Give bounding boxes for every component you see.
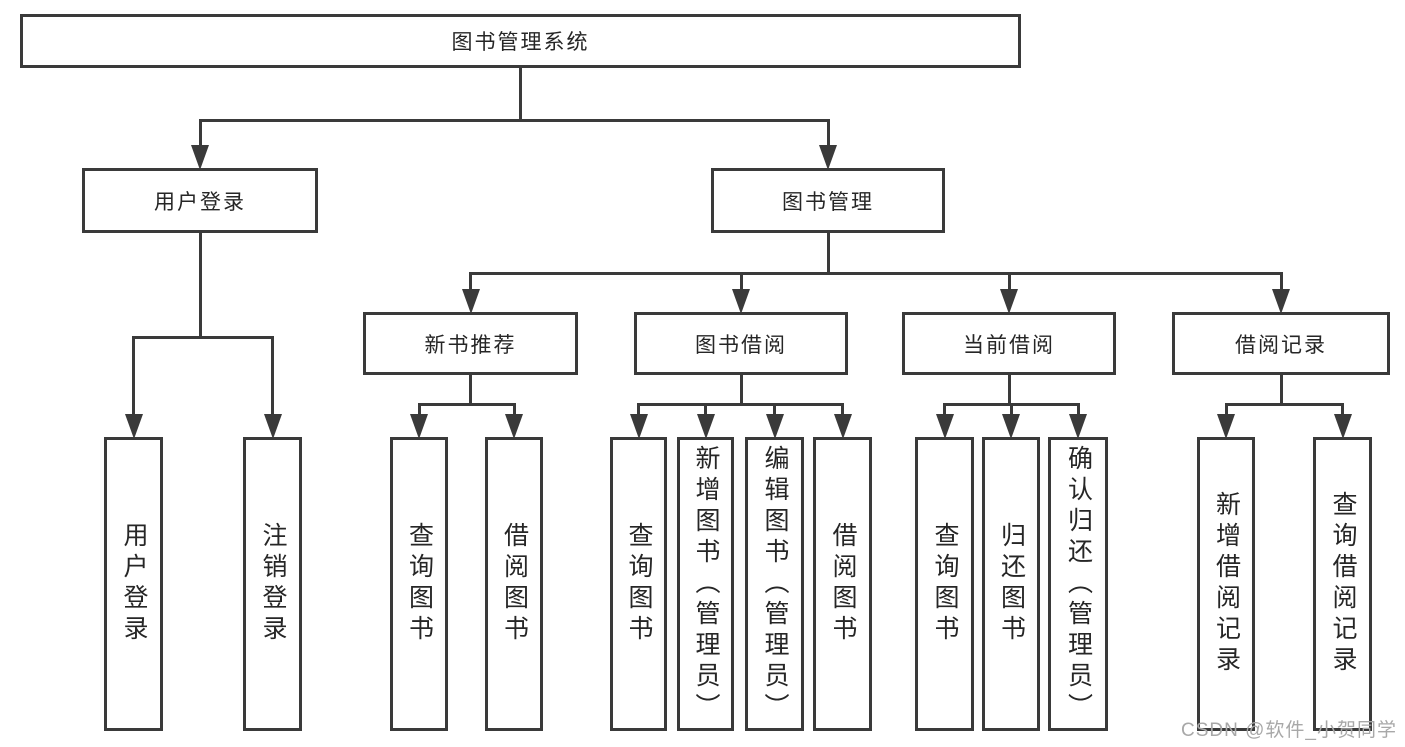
node-bb-edit-book: 编辑图书（管理员） <box>745 437 804 731</box>
node-bb-add-book: 新增图书（管理员） <box>677 437 734 731</box>
connector-rail-new-book-rec <box>417 403 516 406</box>
connector-stem-root <box>519 68 522 122</box>
node-label-br-add-record: 新增借阅记录 <box>1212 491 1241 677</box>
arrowhead-icon-user-login <box>191 145 209 170</box>
connector-stem-current-borrow <box>1007 375 1011 406</box>
connector-rail-user-login <box>132 336 274 339</box>
node-label-leaf-user-login: 用户登录 <box>120 522 148 646</box>
connector-drop-book-borrow <box>739 272 743 289</box>
connector-stem-borrow-records <box>1279 375 1283 406</box>
connector-stem-book-mgmt <box>826 233 830 275</box>
node-user-login: 用户登录 <box>82 168 318 233</box>
arrowhead-icon-leaf-user-login <box>124 414 143 439</box>
connector-drop-rec-borrow-book <box>512 403 516 414</box>
connector-drop-rec-query-book <box>417 403 421 414</box>
node-label-book-borrow: 图书借阅 <box>695 333 787 357</box>
connector-drop-leaf-user-login <box>132 336 135 414</box>
arrowhead-icon-rec-query-book <box>410 414 428 439</box>
connector-drop-bb-edit-book <box>773 403 776 414</box>
node-label-rec-borrow-book: 借阅图书 <box>500 522 529 646</box>
node-current-borrow: 当前借阅 <box>902 312 1116 375</box>
arrowhead-icon-cb-return-book <box>1002 414 1020 439</box>
node-label-cb-query-book: 查询图书 <box>931 522 959 646</box>
node-label-root: 图书管理系统 <box>451 31 590 54</box>
connector-drop-book-mgmt <box>826 119 830 145</box>
node-label-bb-borrow-book: 借阅图书 <box>829 522 857 646</box>
connector-drop-br-query-record <box>1341 403 1344 414</box>
connector-rail-book-borrow <box>637 403 844 406</box>
connector-drop-bb-borrow-book <box>841 403 844 414</box>
node-label-rec-query-book: 查询图书 <box>405 522 434 646</box>
node-label-cb-return-book: 归还图书 <box>997 522 1026 646</box>
arrowhead-icon-book-borrow <box>732 289 750 314</box>
node-leaf-logout: 注销登录 <box>243 437 302 731</box>
arrowhead-icon-leaf-logout <box>263 414 282 439</box>
connector-drop-new-book-rec <box>469 272 472 289</box>
node-book-borrow: 图书借阅 <box>634 312 848 375</box>
node-cb-query-book: 查询图书 <box>915 437 974 731</box>
node-bb-borrow-book: 借阅图书 <box>813 437 872 731</box>
connector-drop-borrow-records <box>1279 272 1283 289</box>
arrowhead-icon-current-borrow <box>1000 289 1018 314</box>
node-label-current-borrow: 当前借阅 <box>963 333 1055 357</box>
arrowhead-icon-book-mgmt <box>819 145 837 170</box>
connector-drop-br-add-record <box>1224 403 1228 414</box>
connector-drop-cb-confirm <box>1076 403 1080 414</box>
arrowhead-icon-rec-borrow-book <box>505 414 523 439</box>
node-bb-query-book: 查询图书 <box>610 437 667 731</box>
node-new-book-rec: 新书推荐 <box>363 312 578 375</box>
node-root: 图书管理系统 <box>20 14 1021 68</box>
arrowhead-icon-bb-add-book <box>696 414 715 439</box>
node-label-cb-confirm: 确认归还（管理员） <box>1064 444 1093 724</box>
node-label-bb-add-book: 新增图书（管理员） <box>692 444 720 724</box>
connector-drop-leaf-logout <box>271 336 274 414</box>
node-cb-confirm: 确认归还（管理员） <box>1048 437 1108 731</box>
node-label-leaf-logout: 注销登录 <box>259 522 287 646</box>
node-label-bb-edit-book: 编辑图书（管理员） <box>761 444 789 724</box>
node-cb-return-book: 归还图书 <box>982 437 1040 731</box>
node-br-query-record: 查询借阅记录 <box>1313 437 1372 731</box>
connector-stem-user-login <box>198 233 202 339</box>
connector-drop-bb-query-book <box>637 403 640 414</box>
node-label-book-mgmt: 图书管理 <box>782 190 874 214</box>
connector-stem-book-borrow <box>739 375 743 406</box>
connector-rail-borrow-records <box>1224 403 1344 406</box>
node-label-new-book-rec: 新书推荐 <box>424 333 517 357</box>
watermark: CSDN @软件_小贺同学 <box>1181 720 1397 741</box>
arrowhead-icon-cb-confirm <box>1069 414 1087 439</box>
node-label-bb-query-book: 查询图书 <box>625 522 653 646</box>
node-rec-borrow-book: 借阅图书 <box>485 437 543 731</box>
node-label-br-query-record: 查询借阅记录 <box>1329 491 1357 677</box>
node-book-mgmt: 图书管理 <box>711 168 945 233</box>
node-leaf-user-login: 用户登录 <box>104 437 163 731</box>
arrowhead-icon-bb-query-book <box>629 414 648 439</box>
node-label-borrow-records: 借阅记录 <box>1235 333 1327 357</box>
connector-drop-bb-add-book <box>704 403 707 414</box>
node-borrow-records: 借阅记录 <box>1172 312 1390 375</box>
arrowhead-icon-bb-edit-book <box>765 414 784 439</box>
arrowhead-icon-borrow-records <box>1272 289 1290 314</box>
node-rec-query-book: 查询图书 <box>390 437 448 731</box>
connector-drop-cb-query-book <box>943 403 946 414</box>
node-label-user-login: 用户登录 <box>154 190 246 214</box>
arrowhead-icon-br-add-record <box>1217 414 1235 439</box>
connector-drop-cb-return-book <box>1009 403 1013 414</box>
arrowhead-icon-bb-borrow-book <box>833 414 852 439</box>
connector-drop-user-login <box>198 119 202 145</box>
connector-drop-current-borrow <box>1007 272 1011 289</box>
arrowhead-icon-new-book-rec <box>461 289 480 314</box>
node-br-add-record: 新增借阅记录 <box>1197 437 1255 731</box>
connector-rail-book-mgmt <box>469 272 1283 275</box>
connector-rail-root <box>198 119 830 122</box>
arrowhead-icon-br-query-record <box>1333 414 1352 439</box>
arrowhead-icon-cb-query-book <box>935 414 954 439</box>
connector-stem-new-book-rec <box>469 375 472 406</box>
